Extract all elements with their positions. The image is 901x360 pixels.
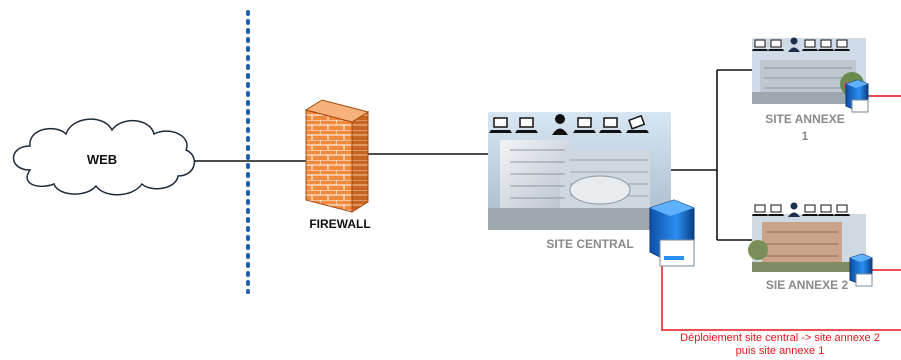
deploy-note: Déploiement site central -> site annexe … xyxy=(650,332,901,358)
laptop-icon xyxy=(818,39,834,51)
site-central-devices xyxy=(489,114,649,135)
laptop-icon xyxy=(818,204,834,216)
firewall-label: FIREWALL xyxy=(309,217,371,231)
laptop-icon xyxy=(768,39,784,51)
cloud-icon xyxy=(12,118,196,196)
server-icon xyxy=(849,253,873,287)
laptop-icon xyxy=(489,117,512,133)
user-icon xyxy=(788,37,800,52)
site-central-label: SITE CENTRAL xyxy=(546,237,634,251)
server-icon xyxy=(649,199,695,267)
laptop-icon xyxy=(802,204,818,216)
laptop-icon xyxy=(834,39,850,51)
deploy-note-line1: Déploiement site central -> site annexe … xyxy=(680,332,880,344)
laptop-icon xyxy=(599,117,622,133)
server-icon xyxy=(845,79,869,113)
site-central-photo xyxy=(488,112,671,230)
deploy-path xyxy=(661,262,901,331)
user-icon xyxy=(552,114,568,135)
site-annexe-1-label: SITE ANNEXE 1 xyxy=(745,111,865,145)
site-annexe-2-label: SIE ANNEXE 2 xyxy=(765,278,849,292)
laptop-icon xyxy=(752,39,768,51)
laptop-icon xyxy=(515,117,538,133)
web-label: WEB xyxy=(86,152,118,167)
site-annexe-2-photo xyxy=(748,214,866,272)
laptop-icon xyxy=(834,204,850,216)
site-annexe-1-label-line2: 1 xyxy=(801,129,809,143)
laptop-icon xyxy=(802,39,818,51)
deploy-note-line2: puis site annexe 1 xyxy=(735,345,825,357)
laptop-icon xyxy=(626,114,649,133)
laptop-icon xyxy=(752,204,768,216)
site-annexe-1-label-line1: SITE ANNEXE xyxy=(765,112,845,126)
site-annexe-1-devices xyxy=(752,37,850,52)
site-annexe-2-devices xyxy=(752,202,850,217)
user-icon xyxy=(788,202,800,217)
laptop-icon xyxy=(573,117,596,133)
laptop-icon xyxy=(768,204,784,216)
firewall-icon xyxy=(304,99,370,213)
